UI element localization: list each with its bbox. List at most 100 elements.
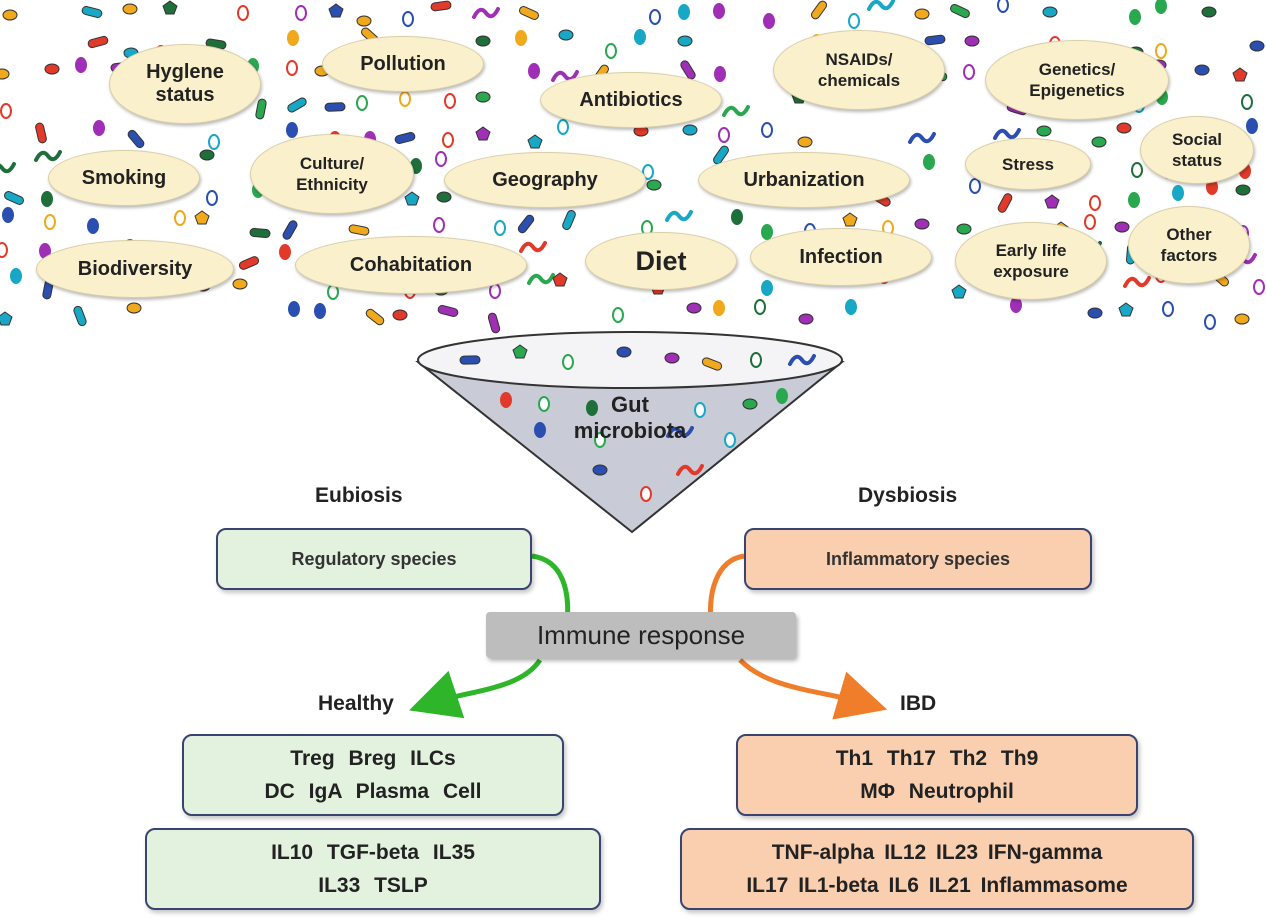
factor-other: Other factors: [1128, 206, 1250, 284]
factor-nsaids: NSAIDs/ chemicals: [773, 30, 945, 110]
bacterium-shape: [34, 150, 62, 162]
bacterium-shape: [430, 0, 452, 12]
bacterium-shape: [0, 68, 10, 80]
bacterium-shape: [1129, 9, 1141, 25]
bacterium-shape: [81, 6, 103, 18]
factor-infection: Infection: [750, 228, 932, 286]
healthy-cytokines-box: IL10 TGF-beta IL35 IL33 TSLP: [145, 828, 601, 910]
bacterium-shape: [586, 400, 598, 416]
bacterium-shape: [1089, 195, 1101, 211]
bacterium-shape: [286, 122, 298, 138]
bacterium-shape: [249, 227, 271, 239]
bacterium-shape: [558, 29, 574, 41]
bacterium-shape: [288, 301, 300, 317]
bacterium-shape: [73, 305, 87, 327]
bacterium-shape: [232, 278, 248, 290]
bacterium-shape: [761, 224, 773, 240]
bacterium-shape: [519, 6, 539, 20]
bacterium-shape: [694, 402, 706, 418]
bacterium-shape: [1204, 314, 1216, 330]
bacterium-shape: [2, 207, 14, 223]
healthy-cells-box: Treg Breg ILCs DC IgA Plasma Cell: [182, 734, 564, 816]
bacterium-shape: [392, 309, 408, 321]
bacterium-shape: [208, 134, 220, 150]
bacterium-shape: [199, 149, 215, 161]
bacterium-shape: [238, 256, 260, 270]
bacterium-shape: [1162, 301, 1174, 317]
bacterium-shape: [763, 13, 775, 29]
bacterium-shape: [964, 35, 980, 47]
bacterium-shape: [993, 128, 1021, 140]
bacterium-shape: [314, 303, 326, 319]
bacterium-shape: [1087, 307, 1103, 319]
factor-biodiversity: Biodiversity: [36, 240, 234, 298]
bacterium-shape: [640, 486, 652, 502]
bacterium-shape: [436, 191, 452, 203]
bacterium-shape: [1091, 136, 1107, 148]
bacterium-shape: [592, 464, 608, 476]
funnel-bacteria: [459, 344, 816, 502]
funnel-icon: [415, 331, 845, 534]
bacterium-shape: [44, 214, 56, 230]
bacterium-shape: [682, 124, 698, 136]
bacterium-shape: [279, 244, 291, 260]
bacterium-shape: [562, 354, 574, 370]
inflammatory-species-box: Inflammatory species: [744, 528, 1092, 590]
immune-response-box: Immune response: [486, 612, 796, 658]
bacterium-shape: [174, 210, 186, 226]
bacterium-shape: [437, 305, 459, 317]
bacterium-shape: [649, 9, 661, 25]
bacterium-shape: [127, 129, 145, 149]
bacterium-shape: [1241, 94, 1253, 110]
bacterium-shape: [776, 388, 788, 404]
bacterium-shape: [950, 3, 970, 19]
bacterium-shape: [435, 151, 447, 167]
bacterium-shape: [402, 11, 414, 27]
bacterium-shape: [282, 220, 298, 240]
bacterium-shape: [287, 97, 307, 113]
bacterium-shape: [713, 3, 725, 19]
bacterium-shape: [557, 119, 569, 135]
bacterium-shape: [845, 299, 857, 315]
bacterium-shape: [1116, 122, 1132, 134]
bacterium-shape: [126, 302, 142, 314]
bacterium-shape: [433, 217, 445, 233]
bacterium-shape: [512, 344, 528, 359]
factor-genetics: Genetics/ Epigenetics: [985, 40, 1169, 120]
bacterium-shape: [1036, 125, 1052, 137]
bacterium-shape: [10, 268, 22, 284]
ibd-cells-box: Th1 Th17 Th2 Th9 MΦ Neutrophil: [736, 734, 1138, 816]
bacterium-shape: [87, 35, 109, 49]
bacterium-shape: [914, 218, 930, 230]
bacterium-shape: [676, 464, 704, 476]
bacterium-shape: [500, 392, 512, 408]
bacterium-shape: [1194, 64, 1210, 76]
bacterium-shape: [35, 122, 47, 144]
bacterium-shape: [1172, 185, 1184, 201]
bacterium-shape: [286, 60, 298, 76]
bacterium-shape: [287, 30, 299, 46]
factor-cohabitation: Cohabitation: [295, 236, 527, 294]
bacterium-shape: [1234, 313, 1250, 325]
bacterium-shape: [562, 209, 576, 231]
bacterium-shape: [527, 134, 543, 149]
bacterium-shape: [867, 0, 895, 11]
bacterium-shape: [1114, 221, 1130, 233]
bacterium-shape: [665, 210, 693, 222]
bacterium-shape: [951, 284, 967, 299]
factor-geography: Geography: [444, 152, 646, 208]
bacterium-shape: [914, 8, 930, 20]
bacterium-shape: [1084, 214, 1096, 230]
factor-stress: Stress: [965, 138, 1091, 190]
bacterium-shape: [162, 0, 178, 15]
bacterium-shape: [237, 5, 249, 21]
bacterium-shape: [552, 272, 568, 287]
healthy-label: Healthy: [318, 692, 394, 715]
bacterium-shape: [810, 0, 828, 20]
bacterium-shape: [997, 193, 1013, 213]
bacterium-shape: [404, 191, 420, 206]
bacterium-shape: [1131, 162, 1143, 178]
bacterium-shape: [1155, 43, 1167, 59]
bacterium-shape: [1253, 279, 1265, 295]
